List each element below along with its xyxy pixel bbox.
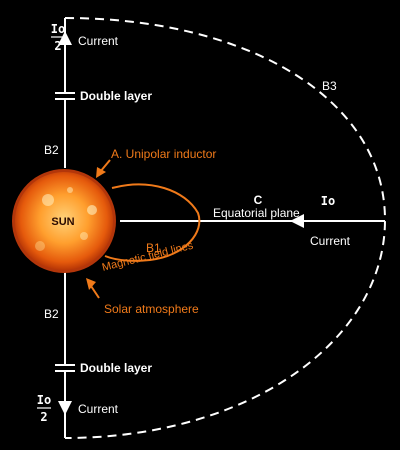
double-layer-label-bottom: Double layer: [80, 361, 152, 375]
current-arrow-up-icon: [58, 31, 72, 45]
c-label: C: [254, 193, 263, 207]
current-arrow-down-icon: [58, 401, 72, 415]
solar-atmosphere-label: Solar atmosphere: [104, 302, 199, 316]
io-half-top-denominator: 2: [54, 39, 61, 53]
equatorial-plane-label: Equatorial plane: [213, 206, 300, 220]
io-half-bottom-numerator: Io: [37, 393, 51, 407]
solar-atmosphere-arrow-icon: [86, 278, 100, 299]
double-layer-marker-bottom: [54, 364, 76, 372]
current-arrow-left-icon: [290, 214, 304, 228]
magnetic-field-loop-b1: [104, 183, 201, 262]
double-layer-marker-top: [54, 92, 76, 100]
sun: [12, 169, 116, 273]
io-half-top-numerator: Io: [51, 22, 65, 36]
current-label-top: Current: [78, 34, 119, 48]
io-label-right: Io: [321, 194, 335, 208]
current-label-right: Current: [310, 234, 351, 248]
current-label-bottom: Current: [78, 402, 119, 416]
b3-label: B3: [322, 79, 337, 93]
sun-label: SUN: [51, 216, 74, 228]
double-layer-label-top: Double layer: [80, 89, 152, 103]
b2-label-upper: B2: [44, 143, 59, 157]
unipolar-inductor-label: A. Unipolar inductor: [111, 147, 216, 161]
b2-label-lower: B2: [44, 307, 59, 321]
unipolar-inductor-arrow-icon: [96, 159, 111, 178]
io-half-bottom-denominator: 2: [40, 410, 47, 424]
b1-label: B1: [146, 241, 161, 255]
